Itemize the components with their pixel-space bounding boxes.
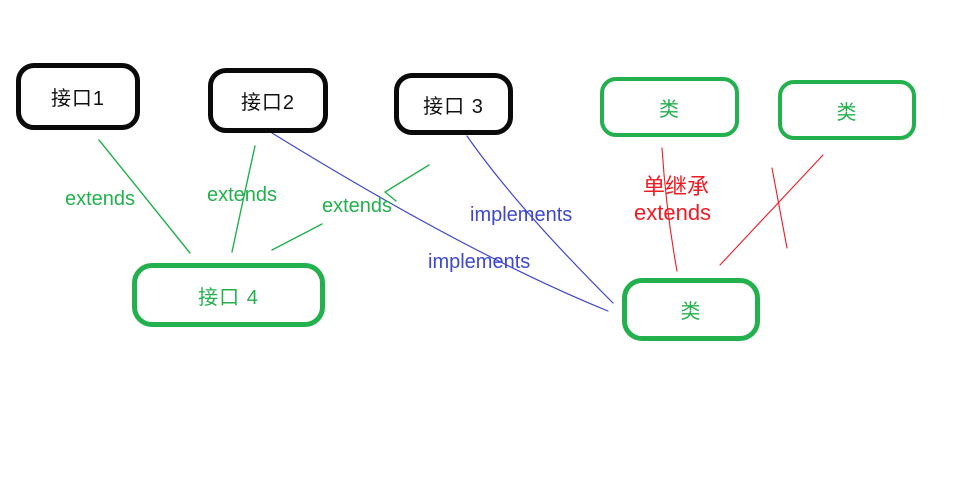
edge-extends-interface1-to-interface4: [98, 139, 191, 254]
edge-label-extends-interface2: extends: [207, 184, 278, 206]
edge-label-single-inheritance: 单继承: [643, 174, 710, 199]
node-class-top-right: 类: [778, 80, 916, 140]
cross-out-stroke: [771, 167, 788, 249]
edge-implements-interface2-to-class: [271, 132, 609, 312]
node-interface1: 接口1: [16, 63, 140, 130]
node-interface4: 接口 4: [132, 263, 325, 327]
node-class-top-left-label: 类: [659, 98, 680, 121]
edge-extends-interface3-to-interface4-upper: [384, 164, 430, 202]
node-interface3: 接口 3: [394, 73, 513, 135]
edge-label-extends-interface1: extends: [65, 188, 136, 210]
node-class-top-right-label: 类: [836, 101, 858, 124]
node-interface4-label: 接口 4: [198, 286, 259, 309]
node-interface3-label: 接口 3: [423, 95, 484, 118]
edge-label-implements-upper: implements: [470, 204, 573, 226]
node-class-bottom-label: 类: [680, 301, 702, 323]
node-class-bottom: 类: [622, 278, 760, 341]
node-interface1-label: 接口1: [50, 88, 106, 110]
edge-extends-classtopleft-to-classbottom: [661, 147, 678, 272]
node-interface2: 接口2: [208, 68, 328, 133]
edge-label-implements-lower: implements: [428, 251, 531, 273]
edge-label-extends-class: extends: [634, 200, 712, 225]
node-interface2-label: 接口2: [240, 92, 296, 114]
edge-extends-interface2-to-interface4: [231, 145, 256, 253]
node-class-top-left: 类: [600, 77, 739, 137]
edge-extends-classtopright-to-classbottom: [719, 154, 824, 266]
edge-label-extends-interface3: extends: [322, 195, 393, 217]
edge-implements-interface3-to-class: [466, 135, 614, 304]
edge-extends-interface3-to-interface4-lower: [271, 223, 323, 251]
